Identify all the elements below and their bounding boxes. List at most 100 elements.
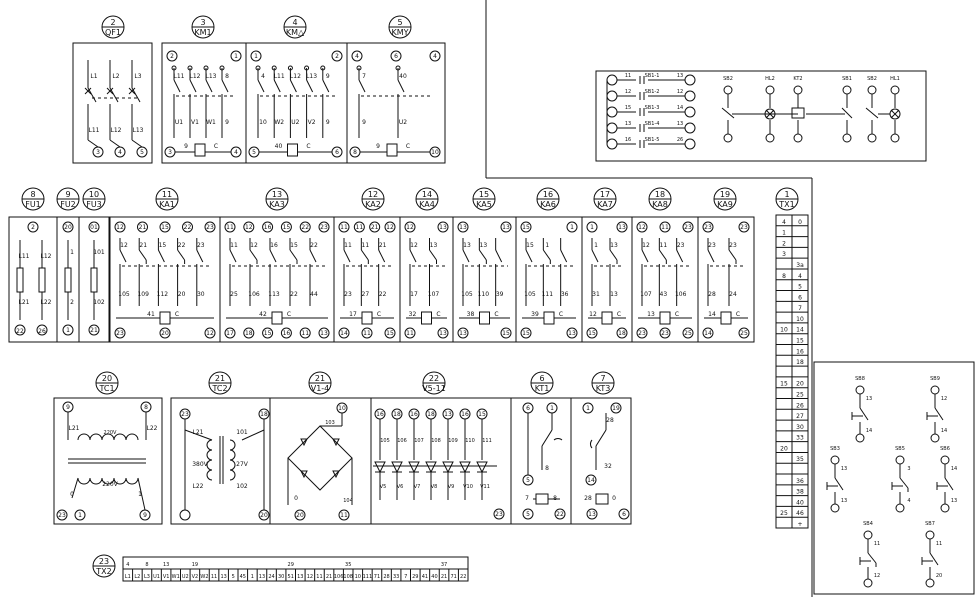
terminal-label: 11 [340,224,348,231]
pole-label: L13 [133,127,144,134]
tx1-right: 30 [796,424,804,431]
button-terminal: 4 [907,498,910,504]
terminal: 5 [522,508,534,520]
fuse-label: 1 [70,249,74,256]
terminal [890,133,900,143]
module-number: 5 [397,18,402,27]
coil-label: 12 [589,311,597,318]
terminal-label: 11 [363,330,371,337]
terminal: 2 [331,50,343,62]
node [187,65,193,71]
button-name: SB8 [855,376,865,382]
terminal [895,503,905,513]
contact-label: 12 [410,242,418,249]
button-name: SB3 [830,446,840,452]
button-name: SB4 [863,521,873,527]
terminal-label: 14 [340,330,348,337]
terminal-label: 11 [340,512,348,519]
contact-label: 25 [230,291,238,298]
tx2-top: 37 [441,562,447,568]
terminal-label: 25 [740,330,748,337]
terminal: 16 [262,221,274,233]
contact-label: V2 [308,119,316,126]
diode-array: 22V5-1116105V518106V616107V718108V813109… [373,371,505,520]
module-name: FU2 [60,200,76,209]
module-name: KA5 [476,200,492,209]
contact-label: 106 [675,291,687,298]
terminal-label: 1 [254,53,258,60]
switch-name: SB1-4 [645,121,660,127]
contact-label: 36 [561,291,569,298]
terminal-label: 12 [116,224,124,231]
terminal: 3 [164,146,176,158]
contact-label: 105 [524,291,536,298]
terminal-label: 4 [355,53,359,60]
contact-label: 112 [157,291,169,298]
contact-label: 23 [677,242,685,249]
switch-name: SB1-1 [645,73,660,79]
terminal: 12 [384,221,396,233]
terminal [179,509,191,521]
module-number: 8 [30,190,35,199]
winding-label: 102 [236,483,248,490]
contact-label: V1 [191,119,199,126]
contact-label: 1 [545,242,549,249]
node [219,65,225,71]
coil-label: C [736,311,740,318]
module-number: 18 [655,190,665,199]
terminal: 23 [179,408,191,420]
tx1-right: 40 [796,499,804,506]
contact-label: 11 [362,242,370,249]
terminal-label: 22 [301,224,309,231]
terminal: 23 [636,327,648,339]
module-number: 6 [539,374,544,383]
fuse-label: 2 [70,299,74,306]
terminal [793,133,803,143]
terminal: 2 [166,50,178,62]
terminal-label: 9 [143,512,147,519]
terminal-label: 16 [461,411,469,418]
coil-label: 41 [147,311,155,318]
contact-label: 43 [660,291,668,298]
module-number: 10 [89,190,99,199]
button-terminal: 11 [936,541,942,547]
terminal: 23 [114,327,126,339]
terminal [867,133,877,143]
switch-right: 14 [677,105,683,111]
terminal [606,106,618,118]
tx2-cell: 21 [441,574,447,580]
pole-label: L11 [89,127,100,134]
module-name: KA9 [717,200,733,209]
terminal: 1 [74,509,86,521]
button-name: SB6 [940,446,950,452]
terminal-label: 5 [140,149,144,156]
terminal: 4 [230,146,242,158]
contact-label: 113 [268,291,280,298]
tx2-cell: U1 [153,574,160,580]
terminal [606,122,618,134]
node-label: 103 [325,420,335,426]
module-name: FU3 [86,200,102,209]
terminal [867,85,877,95]
contact-label: 11 [344,242,352,249]
contact-label: L11 [274,73,285,80]
terminal-label: 22 [184,224,192,231]
button-terminal: 12 [941,396,947,402]
terminal-label: 9 [66,404,70,411]
terminal-label: 1 [590,224,594,231]
contact-label: 110 [478,291,490,298]
terminal: 12 [636,221,648,233]
module-name: TX1 [778,200,794,209]
button-terminal: 20 [936,573,942,579]
tx1-right: 7 [798,305,802,312]
terminal-label: 1 [586,405,590,412]
